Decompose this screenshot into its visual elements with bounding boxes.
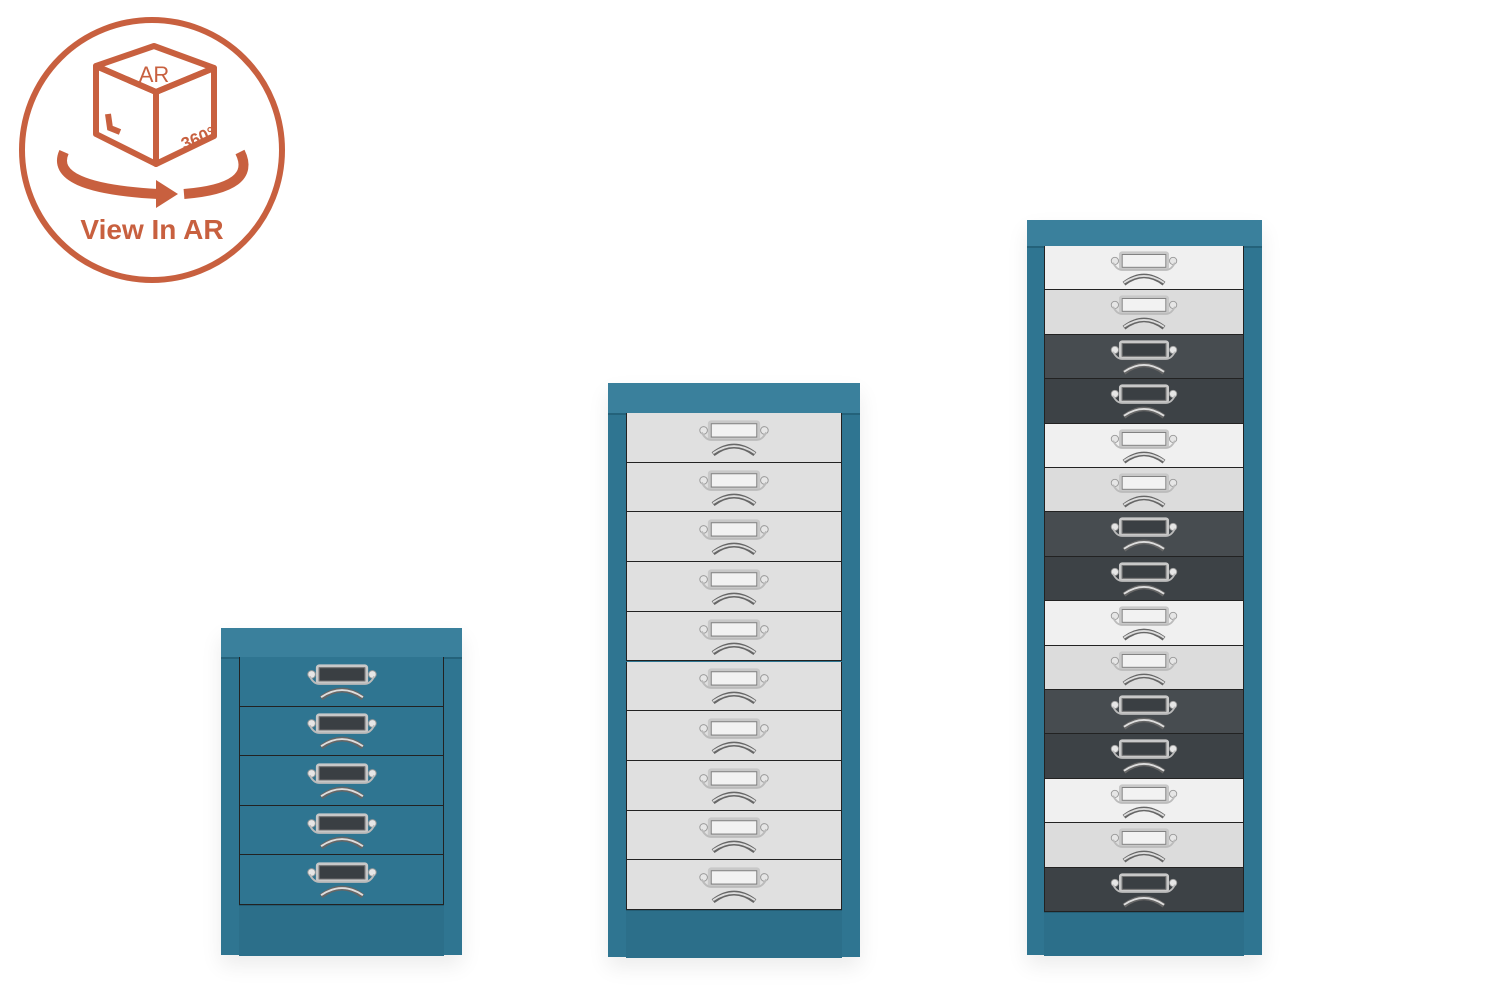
drawer[interactable]: [1044, 690, 1244, 735]
drawer-handle-icon: [1110, 650, 1178, 686]
drawer-handle-icon: [1110, 517, 1178, 552]
drawer[interactable]: [239, 805, 444, 856]
drawer-handle-icon: [1110, 606, 1178, 641]
drawer-handle-icon: [699, 619, 769, 655]
ar-cube-icon: AR 360° View In AR: [19, 17, 285, 283]
drawer[interactable]: [626, 760, 842, 811]
drawer[interactable]: [626, 512, 842, 563]
drawer[interactable]: [626, 611, 842, 662]
drawer[interactable]: [239, 706, 444, 757]
cabinet-top: [1027, 220, 1262, 248]
drawer[interactable]: [626, 413, 842, 463]
drawer-handle-icon: [699, 569, 769, 606]
drawer-handle-icon: [699, 420, 769, 456]
drawer-handle-icon: [1110, 251, 1178, 286]
drawer-handle-icon: [1110, 695, 1178, 730]
drawer[interactable]: [626, 661, 842, 712]
drawer-handle-icon: [1110, 428, 1178, 464]
drawer-handle-icon: [306, 713, 377, 750]
drawer-handle-icon: [699, 768, 769, 804]
drawer-handle-icon: [699, 668, 769, 705]
drawer-handle-icon: [1110, 384, 1178, 419]
cabinet-plinth: [1044, 912, 1244, 956]
ar-cube-label: AR: [139, 62, 170, 87]
drawer-handle-icon: [1110, 784, 1178, 819]
view-in-ar-caption: View In AR: [80, 214, 223, 245]
drawer-handle-icon: [306, 763, 377, 800]
drawer[interactable]: [1044, 778, 1244, 824]
drawer-handle-icon: [306, 664, 377, 700]
drawer[interactable]: [1044, 290, 1244, 335]
drawer[interactable]: [1044, 423, 1244, 468]
drawer[interactable]: [1044, 379, 1244, 424]
cabinet-top: [221, 628, 462, 659]
drawer[interactable]: [626, 860, 842, 910]
drawer[interactable]: [626, 562, 842, 612]
cabinet-plinth: [239, 905, 444, 956]
drawer-handle-icon: [1110, 562, 1178, 597]
drawer[interactable]: [1044, 645, 1244, 690]
drawer[interactable]: [1044, 823, 1244, 868]
drawer-handle-icon: [699, 718, 769, 755]
drawer[interactable]: [239, 756, 444, 806]
view-in-ar-button[interactable]: AR 360° View In AR: [18, 16, 286, 284]
drawer[interactable]: [626, 810, 842, 861]
drawer-handle-icon: [306, 813, 377, 849]
filing-cabinet: [221, 628, 462, 956]
drawer[interactable]: [626, 711, 842, 761]
drawer[interactable]: [1044, 556, 1244, 602]
drawer-handle-icon: [1110, 340, 1178, 375]
drawer-handle-icon: [1110, 295, 1178, 330]
cabinet-top: [608, 383, 860, 415]
drawer-handle-icon: [699, 519, 769, 556]
drawer[interactable]: [1044, 601, 1244, 646]
drawer-handle-icon: [699, 817, 769, 854]
drawer[interactable]: [1044, 512, 1244, 557]
drawer[interactable]: [1044, 468, 1244, 513]
drawer[interactable]: [1044, 334, 1244, 380]
drawer[interactable]: [1044, 734, 1244, 779]
filing-cabinet: [1027, 220, 1262, 956]
drawer[interactable]: [239, 855, 444, 905]
drawer-handle-icon: [1110, 872, 1178, 908]
drawer[interactable]: [239, 657, 444, 707]
cabinet-plinth: [626, 910, 842, 958]
drawer[interactable]: [1044, 867, 1244, 912]
filing-cabinet: [608, 383, 860, 958]
drawer-handle-icon: [1110, 473, 1178, 508]
drawer[interactable]: [1044, 246, 1244, 291]
drawer-handle-icon: [699, 867, 769, 904]
drawer-handle-icon: [1110, 828, 1178, 863]
drawer[interactable]: [626, 462, 842, 513]
drawer-handle-icon: [699, 469, 769, 506]
drawer-handle-icon: [306, 862, 377, 899]
drawer-handle-icon: [1110, 739, 1178, 774]
rotation-label: 360°: [178, 123, 218, 154]
